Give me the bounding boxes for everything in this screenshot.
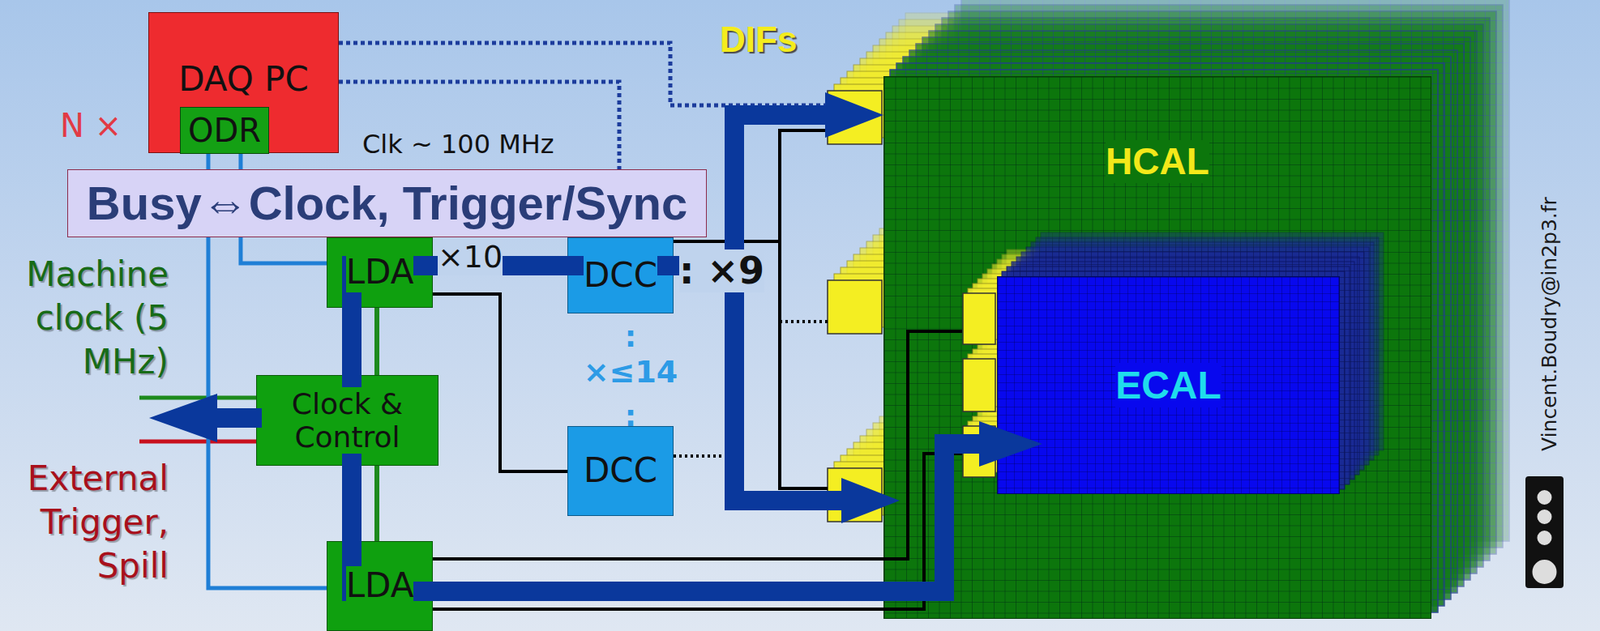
count-label: ×≤14 <box>583 355 679 391</box>
node-label: DCC <box>583 451 658 491</box>
signal-connector <box>432 294 568 472</box>
count-label: : ×9 <box>679 249 765 293</box>
signal-connector <box>374 466 380 542</box>
signal-wire <box>779 241 828 489</box>
node-label: ECAL <box>1115 363 1222 408</box>
multiplicity-label: N × <box>59 106 122 145</box>
dif-board <box>827 90 882 522</box>
flow-arrow-head <box>841 478 900 524</box>
signal-label: Machine clock (5 MHz) <box>3 252 169 385</box>
flow-arrow-shaft <box>724 105 829 125</box>
flow-arrow-shaft <box>734 491 845 511</box>
node-label: DAQ PC <box>178 59 309 99</box>
ecal-detector: ECAL <box>996 276 1340 495</box>
overlay-band: Busy⇔Clock, Trigger/Sync <box>67 169 707 238</box>
flow-arrow-head <box>149 393 218 443</box>
flow-arrow-shaft <box>724 105 745 511</box>
flow-arrow-head <box>979 421 1043 467</box>
signal-wire <box>432 331 963 560</box>
dcc-box: DCC <box>567 426 674 517</box>
clock-input-line <box>139 396 259 401</box>
node-label: HCAL <box>1105 140 1210 184</box>
signal-connector <box>374 308 380 376</box>
author-watermark: Vincent.Boudry@in2p3.fr <box>1538 196 1562 452</box>
flow-arrow-shaft <box>342 256 735 276</box>
ellipsis-mark: : <box>624 399 637 433</box>
node-label: Clock & Control <box>261 387 433 455</box>
signal-wire <box>673 454 726 458</box>
network-link <box>338 81 620 170</box>
flow-arrow-head <box>825 92 884 138</box>
count-label: ×10 <box>437 239 503 276</box>
ellipsis-mark: : <box>624 320 637 354</box>
node-label: LDA <box>346 566 415 606</box>
clock-frequency-label: Clk ~ 100 MHz <box>362 129 555 160</box>
node-label: LDA <box>346 252 415 292</box>
node-label: Busy⇔Clock, Trigger/Sync <box>86 176 688 232</box>
dif-label: DIFs <box>719 19 797 61</box>
odr-box: ODR <box>179 106 270 155</box>
flow-arrow-shaft <box>342 256 362 602</box>
license-icon <box>1525 476 1564 589</box>
node-label: ODR <box>188 111 261 150</box>
node-label: DCC <box>583 256 658 296</box>
hcal-detector: HCAL ECAL <box>883 76 1432 620</box>
trigger-input-line <box>139 440 259 445</box>
flow-arrow-shaft <box>342 444 983 592</box>
daq-pc-box: DAQ PC ODR <box>148 12 339 154</box>
signal-wire <box>779 320 828 324</box>
flow-arrow-shaft <box>215 408 362 428</box>
clock-control-box: Clock & Control <box>256 375 439 467</box>
signal-label: External Trigger, Spill <box>3 457 169 589</box>
